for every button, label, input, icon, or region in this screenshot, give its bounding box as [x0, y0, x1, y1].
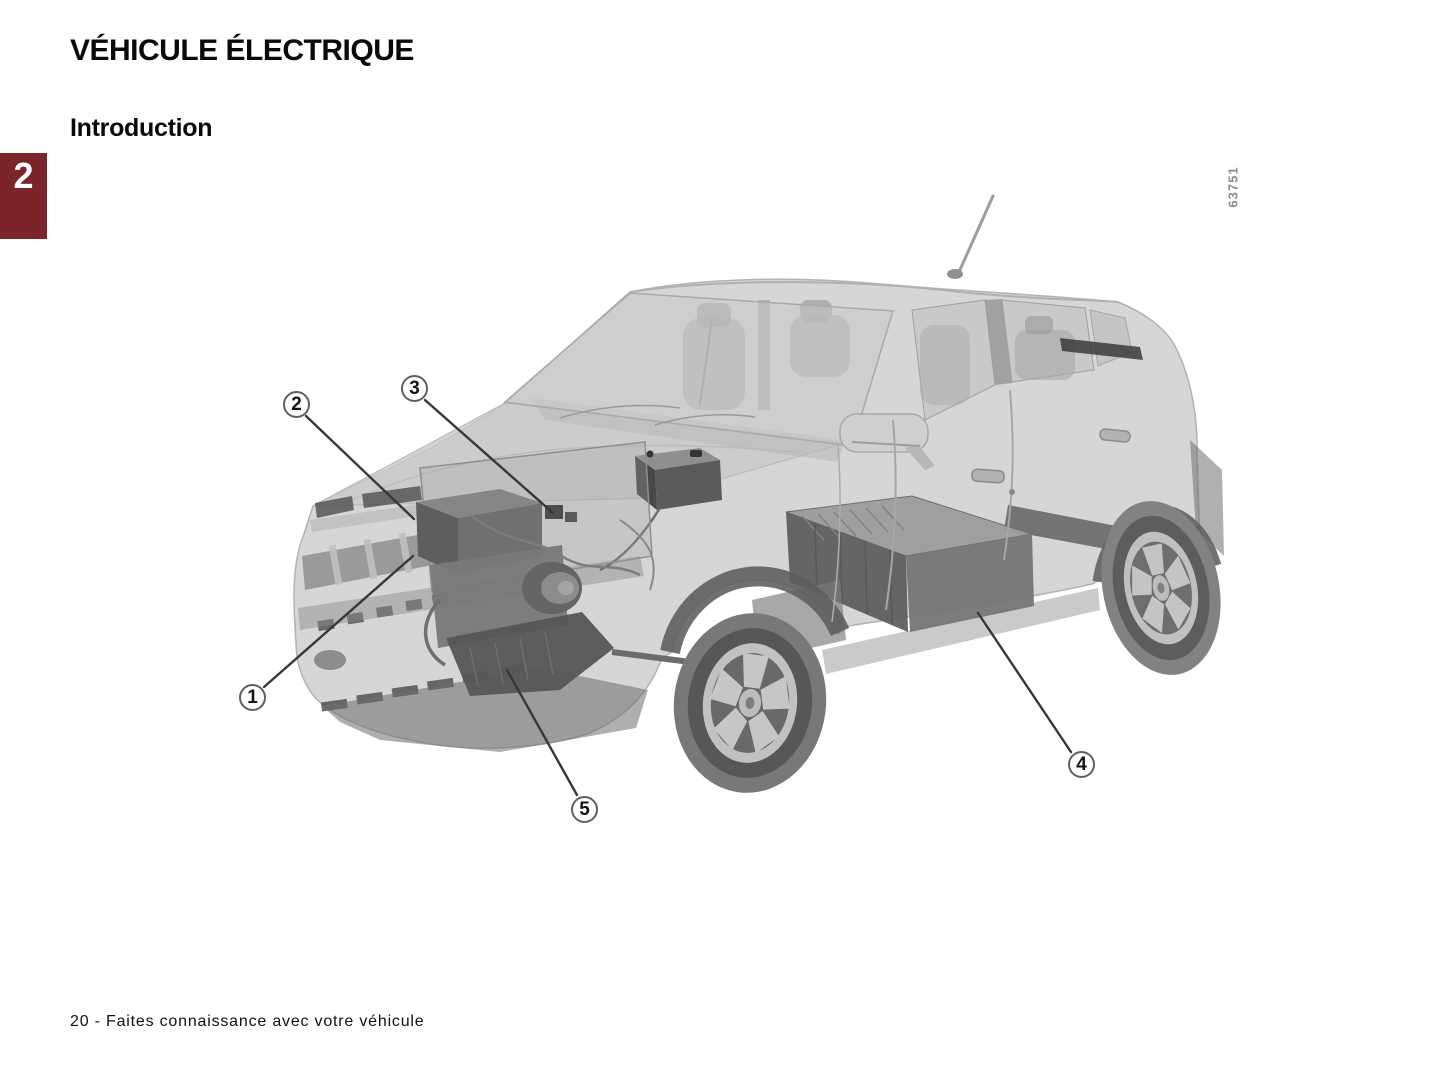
- leader-line-5: [505, 668, 579, 797]
- section-subtitle: Introduction: [70, 114, 213, 142]
- charger-module: [416, 489, 542, 518]
- leader-lines: [262, 398, 1073, 797]
- callout-3-label: 3: [409, 378, 420, 399]
- door-mirror: [839, 413, 935, 470]
- chapter-tab: 2: [0, 153, 47, 239]
- leader-line-4: [976, 611, 1073, 754]
- roof-line: [629, 281, 1119, 303]
- beltline-accent: [1060, 338, 1143, 360]
- antenna: [947, 194, 995, 279]
- callout-4: 4: [1068, 751, 1095, 778]
- leader-line-1: [262, 554, 415, 689]
- rear-wheel: [1101, 501, 1221, 675]
- chapter-number: 2: [13, 155, 34, 196]
- callout-2: 2: [283, 391, 310, 418]
- leader-line-2: [304, 414, 416, 521]
- front-wheel: [673, 613, 827, 793]
- door-lines: [831, 389, 1131, 623]
- callout-5: 5: [571, 796, 598, 823]
- callout-1-label: 1: [247, 687, 258, 708]
- figure-reference-number: 63751: [1225, 166, 1241, 208]
- leader-line-3: [423, 398, 555, 515]
- callout-2-label: 2: [291, 394, 302, 415]
- engine-assembly: [416, 441, 711, 696]
- callout-4-label: 4: [1076, 754, 1087, 775]
- callout-1: 1: [239, 684, 266, 711]
- rear-door-handle: [1099, 428, 1131, 443]
- page-title: VÉHICULE ÉLECTRIQUE: [70, 34, 414, 67]
- twelve-volt-battery: [599, 448, 722, 572]
- callout-3: 3: [401, 375, 428, 402]
- page-footer: 20 - Faites connaissance avec votre véhi…: [70, 1013, 425, 1030]
- gearbox: [446, 612, 614, 696]
- windshield: [503, 292, 894, 447]
- callout-5-label: 5: [579, 799, 590, 820]
- front-door-handle: [971, 468, 1005, 484]
- side-windows: [911, 299, 1143, 421]
